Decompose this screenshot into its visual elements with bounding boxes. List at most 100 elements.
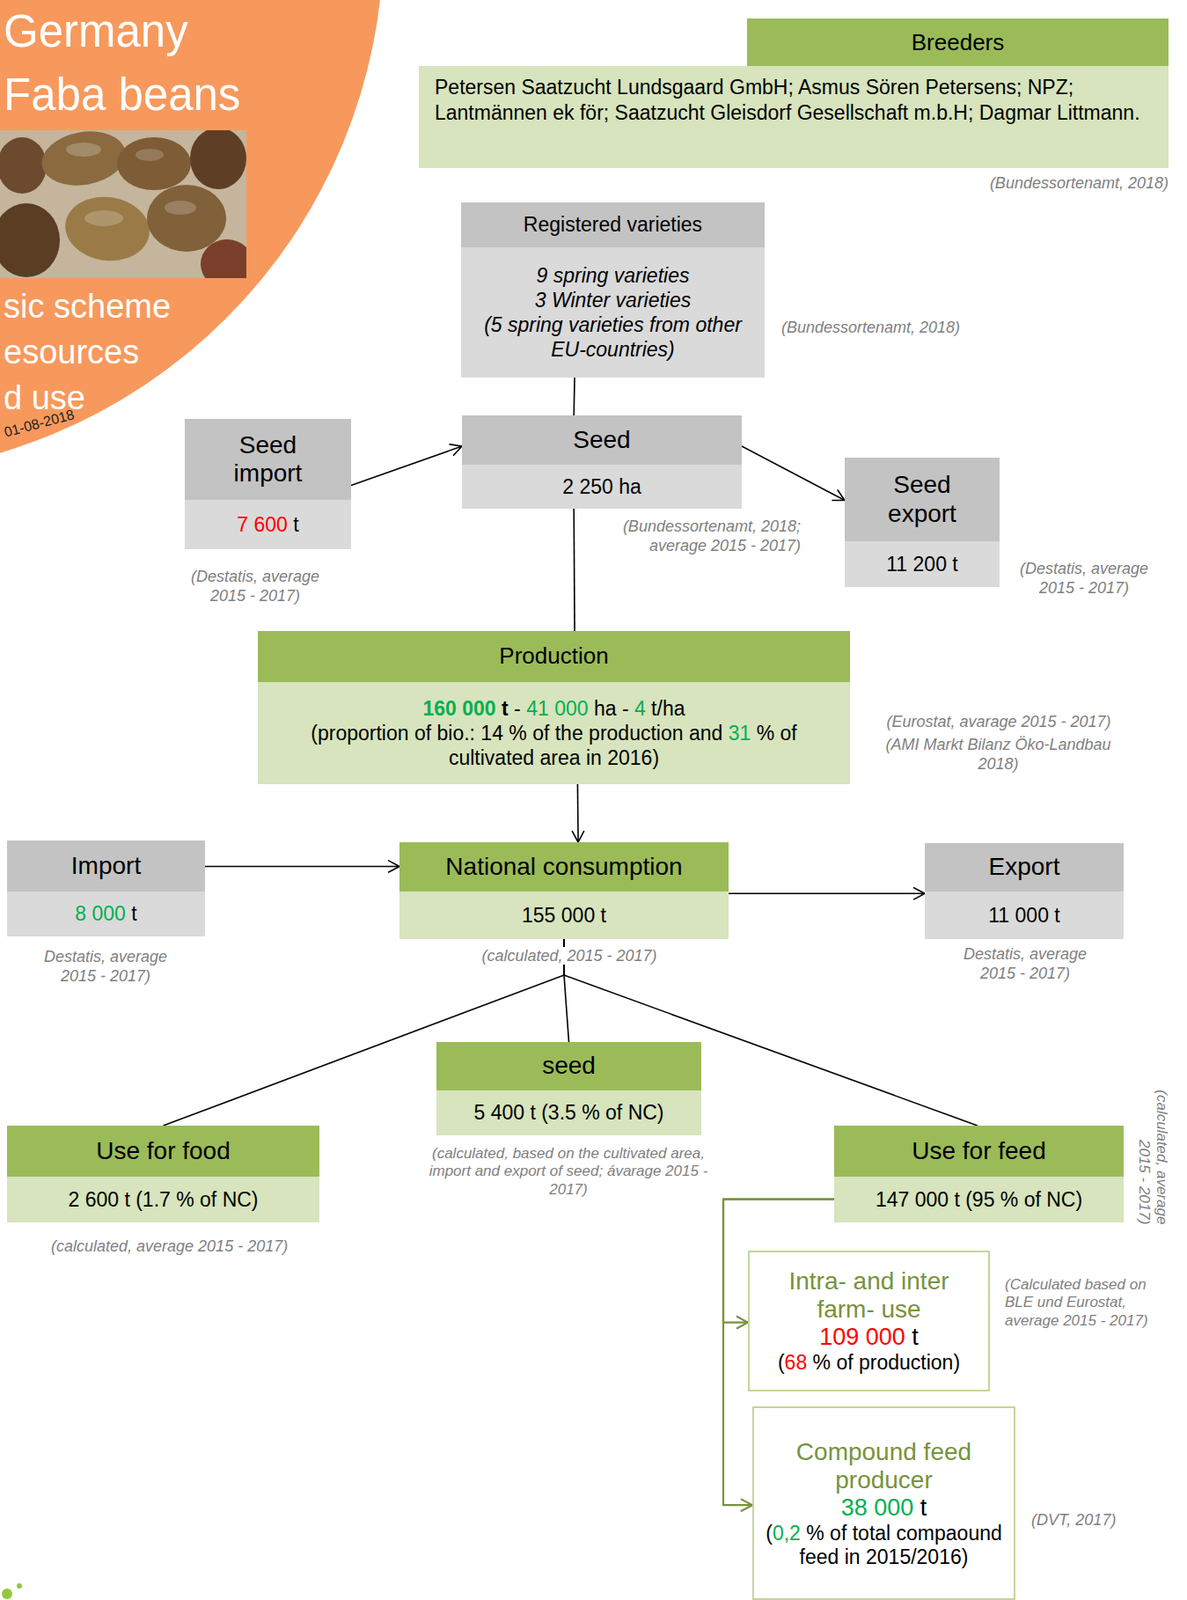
- title-line-holder: d use: [3, 380, 86, 418]
- source-note: Destatis, average 2015 - 2017): [963, 945, 1087, 982]
- box-heading: Seed: [572, 425, 631, 455]
- source-note-holder: (DVT, 2017): [1031, 1510, 1173, 1531]
- connector: [573, 377, 576, 416]
- logo-dots: [0, 1580, 27, 1600]
- source-note: (calculated, average 2015 - 2017): [51, 1237, 288, 1255]
- box-text: (0,2 % of total compaound feed in 2015/2…: [761, 1521, 1007, 1569]
- arrowhead: [832, 490, 845, 501]
- box-heading: Use for feed: [911, 1136, 1047, 1166]
- header-band: Production: [257, 630, 850, 682]
- box-heading: National consumption: [445, 852, 682, 881]
- process-box: Use for food2 600 t (1.7 % of NC): [7, 1125, 320, 1223]
- source-note-holder: (Bundessortenamt, 2018; average 2015 - 2…: [587, 517, 801, 556]
- source-note: (Bundessortenamt, 2018): [781, 318, 960, 337]
- box-heading: Production: [498, 643, 609, 670]
- source-note-holder: (Calculated based on BLE und Eurostat, a…: [1004, 1275, 1168, 1330]
- header-band: seed: [436, 1041, 702, 1091]
- box-text: Intra- and inter farm- use: [756, 1267, 982, 1324]
- source-note: (calculated, average 2015 - 2017): [1135, 1089, 1171, 1224]
- region-circle: [0, 0, 384, 467]
- process-box: Seed import7 600 t: [184, 418, 352, 550]
- body-band: 11 200 t: [844, 541, 1000, 587]
- source-note-holder: (calculated, based on the cultivated are…: [427, 1144, 710, 1199]
- process-box: Production 160 000 t - 41 000 ha - 4 t/ha…: [257, 630, 850, 785]
- box-body-text: 11 200 t: [886, 551, 958, 577]
- header-band: Use for feed: [834, 1125, 1124, 1177]
- title-line-holder: sic scheme: [3, 288, 171, 326]
- box-body-text: (5 spring varieties from other EU-countr…: [469, 312, 756, 362]
- connector-line: [577, 784, 579, 843]
- source-note: (Destatis, average 2015 - 2017): [190, 567, 320, 605]
- process-box: Registered varieties 9 spring varieties3 …: [461, 202, 765, 378]
- box-body-text: 11 000 t: [988, 902, 1060, 928]
- process-box: Compound feed producer38 000 t(0,2 % of …: [752, 1406, 1016, 1600]
- header-band: Seed: [461, 415, 742, 465]
- title-text: sic scheme: [3, 288, 171, 326]
- arrowhead: [741, 1499, 753, 1511]
- source-note-holder: (Eurostat, avarage 2015 - 2017): [857, 712, 1140, 733]
- process-box: Import8 000 t: [7, 840, 206, 937]
- source-note-holder: (calculated, average 2015 - 2017): [51, 1237, 342, 1257]
- title-text: Germany: [3, 7, 189, 57]
- connector: [741, 446, 845, 501]
- process-box: National consumption 155 000 t: [399, 842, 729, 939]
- connector: [205, 860, 400, 872]
- body-band: 11 000 t: [924, 891, 1124, 939]
- source-note: (Eurostat, avarage 2015 - 2017): [886, 712, 1111, 731]
- connector-line: [572, 377, 575, 416]
- title-text: esources: [3, 334, 140, 372]
- title-line-holder: Faba beans: [3, 70, 241, 120]
- box-body-text: 155 000 t: [521, 902, 607, 928]
- header-band: Seed export: [844, 457, 1000, 542]
- box-text: Compound feed producer: [761, 1437, 1007, 1495]
- box-text: (68 % of production): [777, 1350, 960, 1374]
- source-note-holder: (Bundessortenamt, 2018): [904, 174, 1169, 194]
- source-note-holder: (Destatis, average 2015 - 2017): [1004, 559, 1164, 598]
- arrowhead: [737, 1316, 748, 1328]
- process-box: Use for feed 147 000 t (95 % of NC): [834, 1125, 1124, 1223]
- box-body-text: 5 400 t (3.5 % of NC): [473, 1099, 664, 1125]
- body-band: 147 000 t (95 % of NC): [834, 1176, 1124, 1223]
- connector: [571, 784, 584, 843]
- connector-line: [728, 892, 925, 894]
- connector: [351, 444, 462, 486]
- body-band: 155 000 t: [399, 891, 729, 939]
- box-body-text: 160 000 t - 41 000 ha - 4 t/ha: [423, 696, 686, 721]
- process-box: seed 5 400 t (3.5 % of NC): [436, 1041, 702, 1136]
- body-band: 2 250 ha: [461, 464, 742, 509]
- body-band: 160 000 t - 41 000 ha - 4 t/ha(proportio…: [257, 681, 850, 785]
- body-band: 5 400 t (3.5 % of NC): [436, 1090, 702, 1136]
- title-text: Faba beans: [3, 70, 241, 120]
- box-heading: Export: [989, 852, 1061, 881]
- header-band: Registered varieties: [461, 202, 765, 248]
- arrowhead: [449, 444, 462, 455]
- process-box: Seed export 11 200 t: [844, 457, 1000, 587]
- connector: [728, 887, 925, 900]
- source-note-holder: (AMI Markt Bilanz Öko-Landbau 2018): [872, 735, 1124, 774]
- header-band: National consumption: [399, 842, 729, 892]
- process-box: BreedersPetersen Saatzucht Lundsgaard Gm…: [418, 65, 1169, 169]
- title-text: d use: [3, 380, 86, 418]
- box-heading: Registered varieties: [523, 212, 703, 236]
- source-note: (DVT, 2017): [1031, 1510, 1116, 1529]
- source-note: (Calculated based on BLE und Eurostat, a…: [1004, 1275, 1149, 1329]
- title-line-holder: esources: [3, 334, 140, 372]
- box-heading: Seed import: [219, 431, 317, 488]
- source-note-holder: (calculated, 2015 - 2017): [454, 946, 684, 967]
- source-note-holder: Destatis, average 2015 - 2017): [30, 947, 181, 986]
- header-band: Breeders: [747, 18, 1169, 66]
- process-box: Intra- and inter farm- use109 000 t(68 %…: [747, 1250, 990, 1392]
- body-band: 9 spring varieties3 Winter varieties(5 s…: [461, 247, 765, 378]
- box-body-text: 2 600 t (1.7 % of NC): [67, 1187, 258, 1212]
- source-note: (Bundessortenamt, 2018): [989, 174, 1169, 192]
- box-body-text: 147 000 t (95 % of NC): [875, 1187, 1083, 1212]
- source-note-holder: (Bundessortenamt, 2018): [781, 318, 1011, 338]
- source-note-holder: (calculated, average 2015 - 2017): [1135, 1056, 1172, 1224]
- source-note-holder: (Destatis, average 2015 - 2017): [171, 567, 339, 606]
- box-heading: Import: [71, 851, 141, 880]
- box-heading: Breeders: [911, 29, 1005, 56]
- connector-line: [741, 446, 845, 501]
- header-band: Export: [924, 842, 1124, 892]
- arrowhead: [914, 887, 925, 900]
